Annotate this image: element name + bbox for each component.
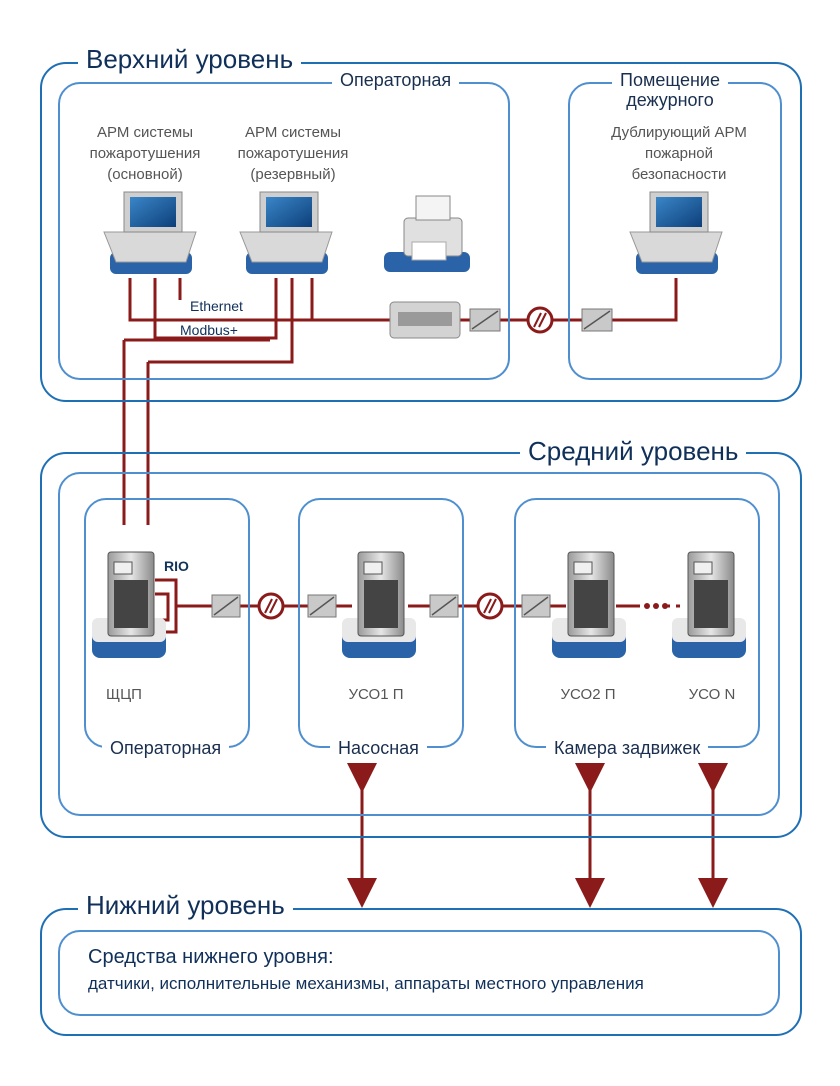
modbus-label: Modbus+	[180, 322, 238, 338]
converter-icon-mid-3	[429, 594, 459, 618]
uso2-label: УСО2 П	[560, 686, 616, 703]
fiber-icon-mid-1	[257, 592, 285, 620]
level-arrows	[347, 763, 728, 908]
fiber-icon-mid-2	[476, 592, 504, 620]
converter-icon-mid-4	[521, 594, 551, 618]
printer-icon	[384, 195, 470, 272]
cabinet-icon-uso2	[552, 551, 626, 658]
fiber-icon-upper	[526, 306, 554, 334]
dots	[644, 603, 668, 609]
scp-label: ЩЦП	[106, 686, 142, 703]
valves-room-title: Камера задвижек	[546, 738, 709, 759]
lower-level-title: Нижний уровень	[78, 890, 293, 921]
upper-operator-room	[58, 82, 510, 380]
converter-icon-upper-2	[581, 308, 613, 332]
upper-operator-room-title: Операторная	[332, 70, 460, 91]
cabinet-icon-uso1	[342, 551, 416, 658]
middle-level-title: Средний уровень	[520, 436, 747, 467]
valves-room	[514, 498, 760, 748]
upper-level-title: Верхний уровень	[78, 44, 302, 75]
arm-main-label: АРМ системы пожаротушения (основной)	[70, 122, 220, 185]
arm-main-line1: АРМ системы	[96, 124, 194, 141]
converter-icon-mid-2	[307, 594, 337, 618]
cabinet-icon-scp	[92, 551, 166, 658]
switch-icon	[389, 301, 461, 339]
duty-room-title: Помещение дежурного	[612, 70, 728, 110]
lower-heading: Средства нижнего уровня:	[88, 946, 334, 968]
computer-icon-main	[103, 191, 197, 274]
arm-main-line3: (основной)	[107, 166, 183, 183]
middle-operator-room-title: Операторная	[102, 738, 230, 759]
arm-duty-line3: безопасности	[631, 166, 727, 183]
duty-room-title-line1: Помещение	[620, 70, 720, 90]
uso1-label: УСО1 П	[348, 686, 404, 703]
lower-level-frame	[40, 908, 802, 1036]
arm-duty-line1: Дублирующий АРМ	[611, 124, 747, 141]
upper-level-frame	[40, 62, 802, 402]
lower-content-box	[58, 930, 780, 1016]
rio-label: RIO	[164, 558, 189, 574]
duty-room-title-line2: дежурного	[626, 90, 714, 110]
converter-icon-upper-1	[469, 308, 501, 332]
converter-icon-mid-1	[211, 594, 241, 618]
arm-reserve-line1: АРМ системы	[244, 124, 342, 141]
arm-reserve-label: АРМ системы пожаротушения (резервный)	[218, 122, 368, 185]
computer-icon-reserve	[239, 191, 333, 274]
arm-duty-line2: пожарной	[644, 145, 714, 162]
pump-room	[298, 498, 464, 748]
computer-icon-duty	[629, 191, 723, 274]
lower-description: датчики, исполнительные механизмы, аппар…	[88, 974, 644, 993]
middle-outer-area	[58, 472, 780, 816]
pump-room-title: Насосная	[330, 738, 427, 759]
arm-reserve-line3: (резервный)	[250, 166, 336, 183]
upper-wires	[122, 278, 678, 525]
uson-label: УСО N	[688, 686, 736, 703]
middle-level-frame	[40, 452, 802, 838]
ethernet-label: Ethernet	[190, 298, 243, 314]
cabinet-icon-uson	[672, 551, 746, 658]
arm-main-line2: пожаротушения	[89, 145, 201, 162]
ethernet-line	[128, 278, 390, 322]
arm-reserve-line2: пожаротушения	[237, 145, 349, 162]
arm-duty-label: Дублирующий АРМ пожарной безопасности	[584, 122, 774, 185]
middle-operator-room	[84, 498, 250, 748]
